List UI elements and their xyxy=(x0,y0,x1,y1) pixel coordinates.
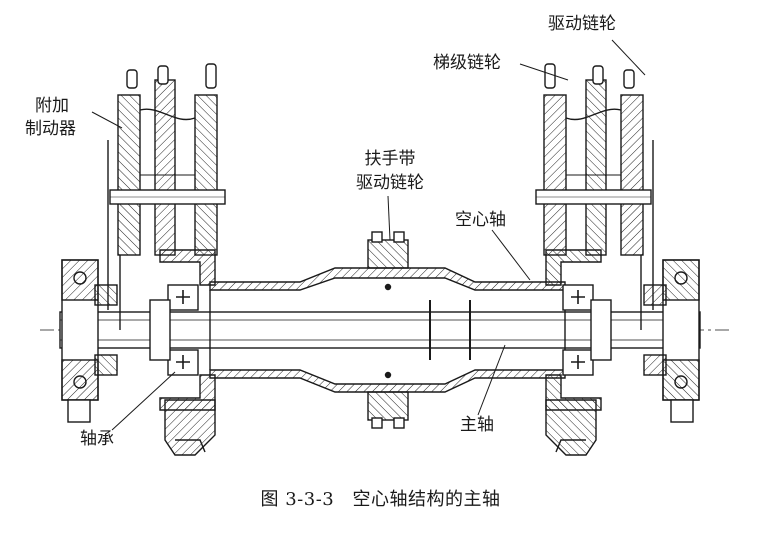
label-handrail-line2: 驱动链轮 xyxy=(356,173,424,193)
caption-number: 图 3-3-3 xyxy=(260,489,335,510)
label-drive-sprocket: 驱动链轮 xyxy=(548,14,616,34)
left-sprocket-assembly xyxy=(107,63,226,456)
left-brake-flange xyxy=(61,259,118,423)
right-sprocket-assembly xyxy=(535,63,654,456)
label-hollow-shaft: 空心轴 xyxy=(455,210,506,230)
right-end-flange xyxy=(643,259,700,423)
figure-caption: 图 3-3-3 空心轴结构的主轴 xyxy=(0,485,761,511)
label-step-sprocket: 梯级链轮 xyxy=(433,53,501,73)
label-aux-brake-line1: 附加 xyxy=(35,96,69,116)
caption-title: 空心轴结构的主轴 xyxy=(352,489,501,510)
label-main-shaft: 主轴 xyxy=(460,415,494,435)
leader-lines xyxy=(91,39,646,431)
label-handrail-line1: 扶手带 xyxy=(364,149,416,169)
handrail-drive-sprocket xyxy=(367,231,409,429)
label-bearing: 轴承 xyxy=(80,429,114,449)
label-aux-brake-line2: 制动器 xyxy=(25,119,76,139)
left-hub xyxy=(149,249,216,411)
